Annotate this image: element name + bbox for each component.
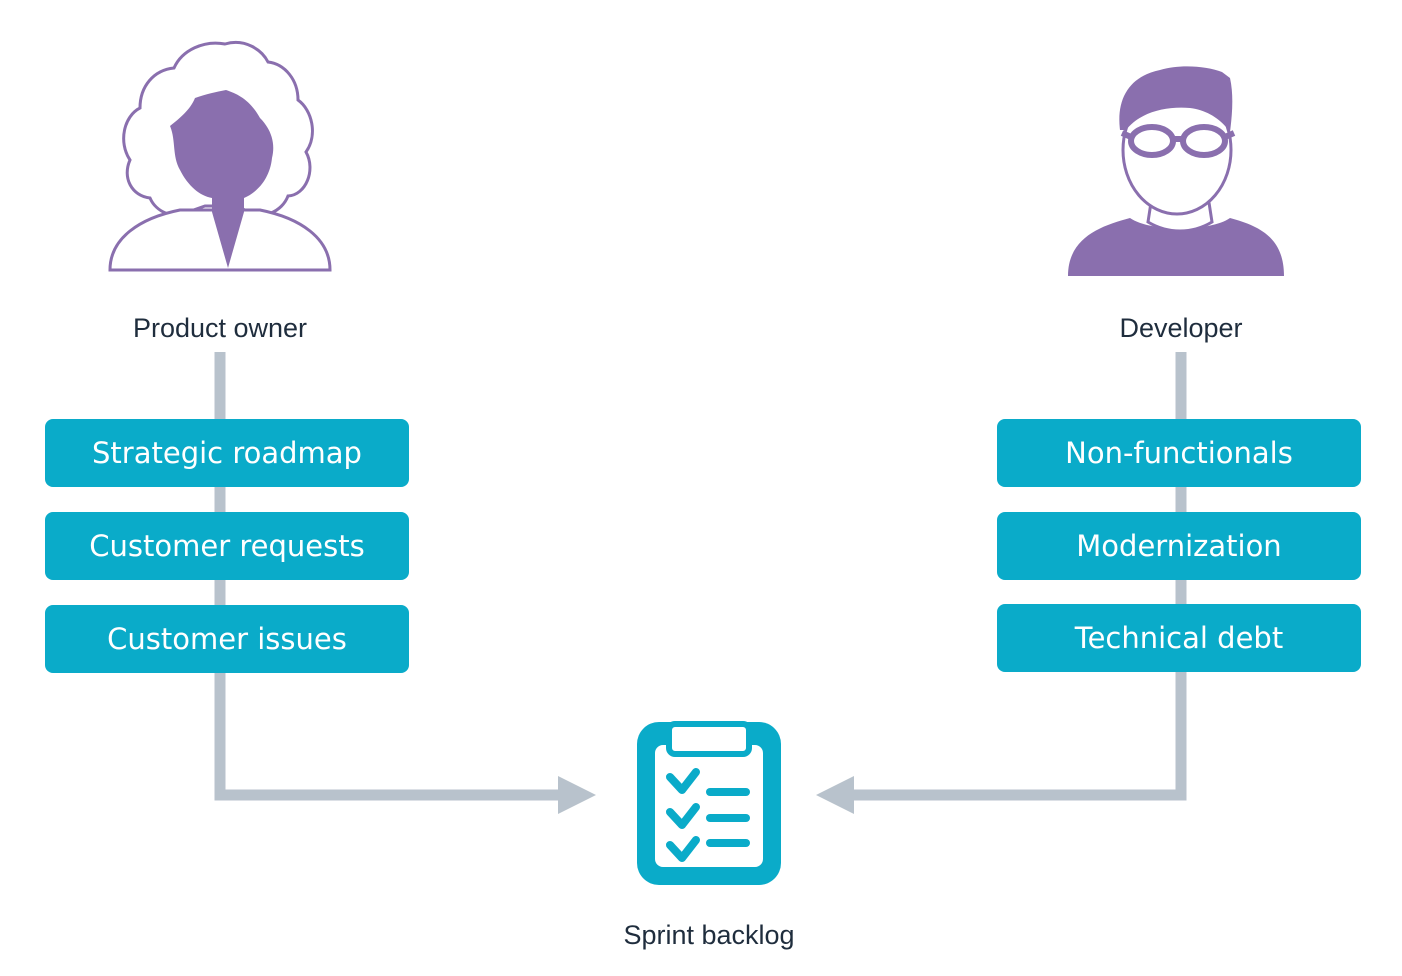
man-with-glasses-avatar-icon	[1068, 66, 1284, 276]
connectors	[214, 352, 1187, 801]
woman-avatar-icon	[108, 41, 332, 272]
man-hair	[1119, 66, 1233, 132]
glasses-icon	[1120, 124, 1236, 158]
sprint-backlog-label: Sprint backlog	[623, 920, 794, 950]
developer-connector	[848, 352, 1187, 801]
arrowhead-right-to-backlog	[816, 776, 854, 814]
tag-non-functionals: Non-functionals	[997, 419, 1361, 487]
arrowhead-left-to-backlog	[558, 776, 596, 814]
clipboard-checklist-icon	[637, 721, 781, 885]
tag-technical-debt: Technical debt	[997, 604, 1361, 672]
tag-customer-issues: Customer issues	[45, 605, 409, 673]
tag-modernization: Modernization	[997, 512, 1361, 580]
tag-strategic-roadmap: Strategic roadmap	[45, 419, 409, 487]
tag-customer-requests: Customer requests	[45, 512, 409, 580]
woman-head	[170, 90, 274, 268]
product-owner-label: Product owner	[133, 313, 307, 343]
developer-label: Developer	[1119, 313, 1242, 343]
product-owner-connector	[214, 352, 565, 801]
man-body	[1068, 218, 1284, 276]
